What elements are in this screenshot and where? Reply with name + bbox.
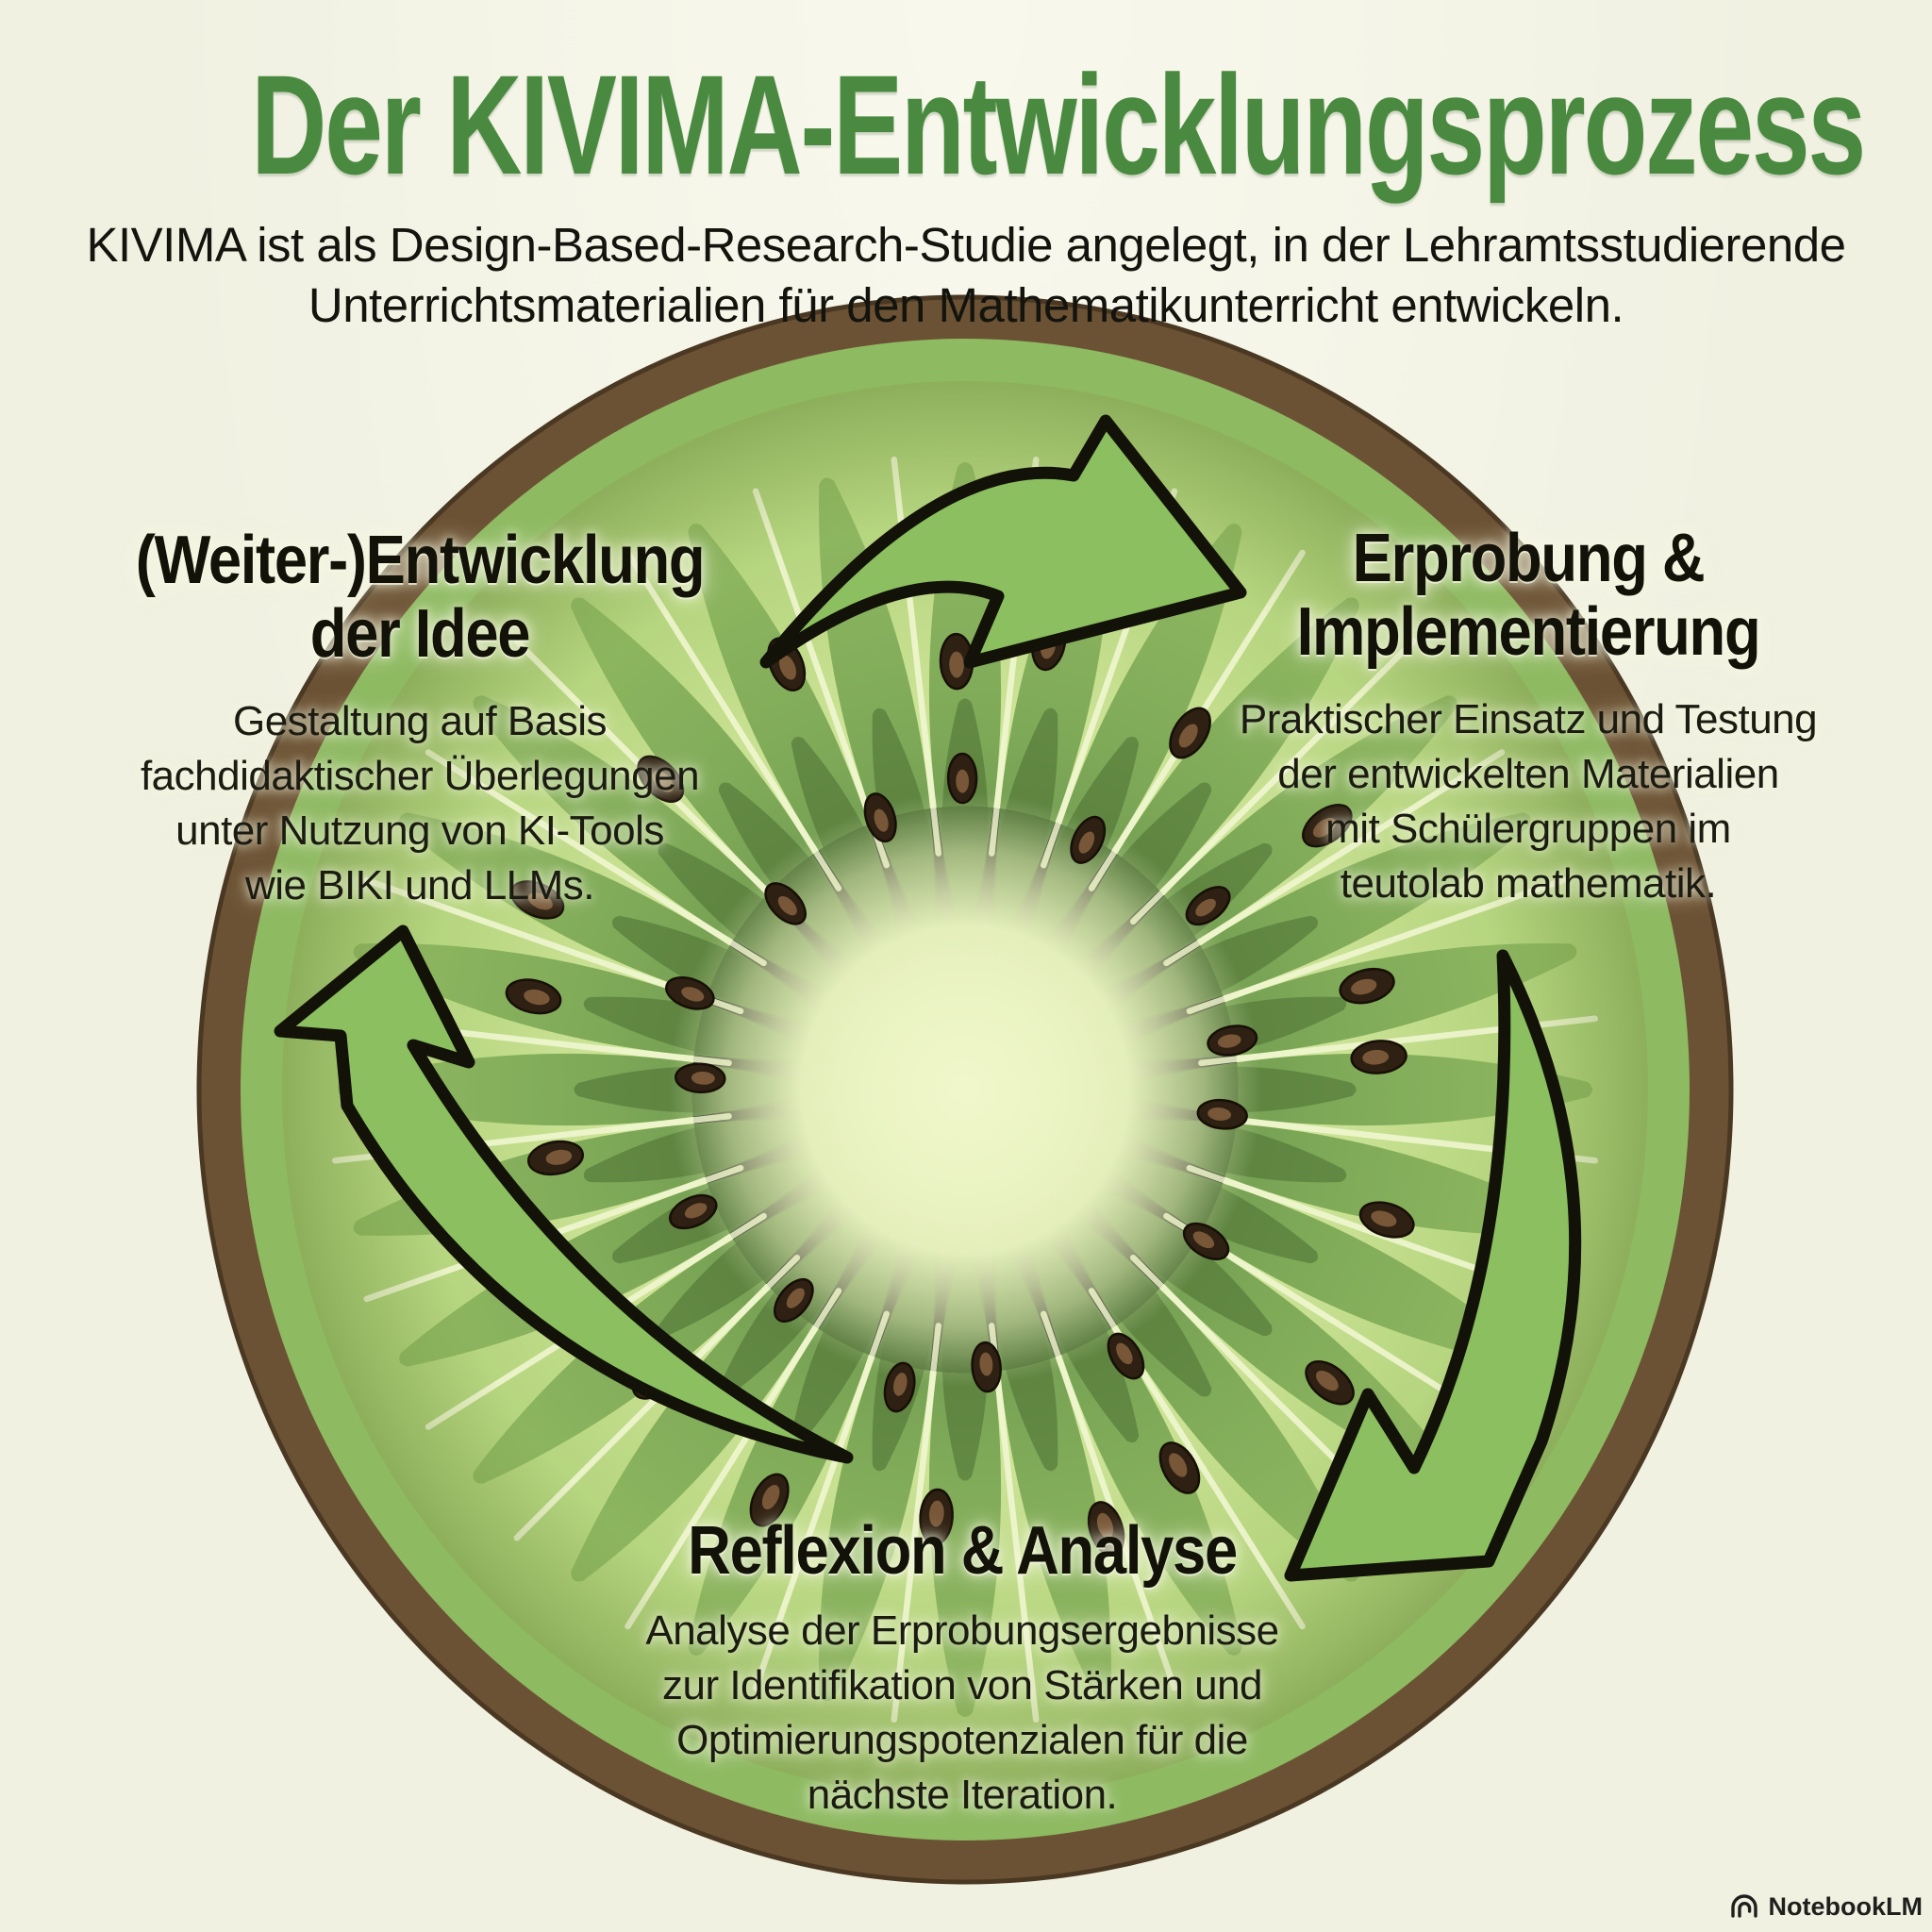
arrow-test-to-reflect bbox=[1284, 949, 1582, 1582]
header: Der KIVIMA-Entwicklungsprozess KIVIMA is… bbox=[0, 45, 1932, 336]
stage-reflexion: Reflexion & Analyse Analyse der Erprobun… bbox=[528, 1513, 1396, 1823]
stage-erprobung-description: Praktischer Einsatz und Testung der entw… bbox=[1239, 695, 1818, 907]
watermark: NotebookLM bbox=[1728, 1890, 1923, 1923]
notebooklm-icon bbox=[1730, 1894, 1757, 1918]
arrow-develop-to-test bbox=[759, 414, 1247, 669]
page-title: Der KIVIMA-Entwicklungsprozess bbox=[251, 45, 1866, 204]
stage-weiterentwicklung: (Weiter-)Entwicklung der Idee Gestaltung… bbox=[33, 523, 807, 913]
stage-erprobung: Erprobung & Implementierung Praktischer … bbox=[1140, 521, 1917, 911]
cycle-arrows bbox=[274, 414, 1582, 1582]
stage-weiterentwicklung-title: (Weiter-)Entwicklung der Idee bbox=[135, 523, 706, 672]
kiwi-edge-shade bbox=[282, 381, 1648, 1798]
arrow-reflect-to-develop bbox=[274, 924, 854, 1464]
stage-reflexion-title: Reflexion & Analyse bbox=[688, 1513, 1238, 1589]
page-subtitle: KIVIMA ist als Design-Based-Research-Stu… bbox=[86, 217, 1846, 332]
watermark-label: NotebookLM bbox=[1768, 1891, 1923, 1921]
kiwi-seeds bbox=[505, 614, 1415, 1557]
stage-erprobung-title: Erprobung & Implementierung bbox=[1296, 521, 1761, 670]
stage-reflexion-description: Analyse der Erprobungsergebnisse zur Ide… bbox=[645, 1607, 1279, 1818]
stage-weiterentwicklung-description: Gestaltung auf Basis fachdidaktischer Üb… bbox=[140, 697, 700, 908]
